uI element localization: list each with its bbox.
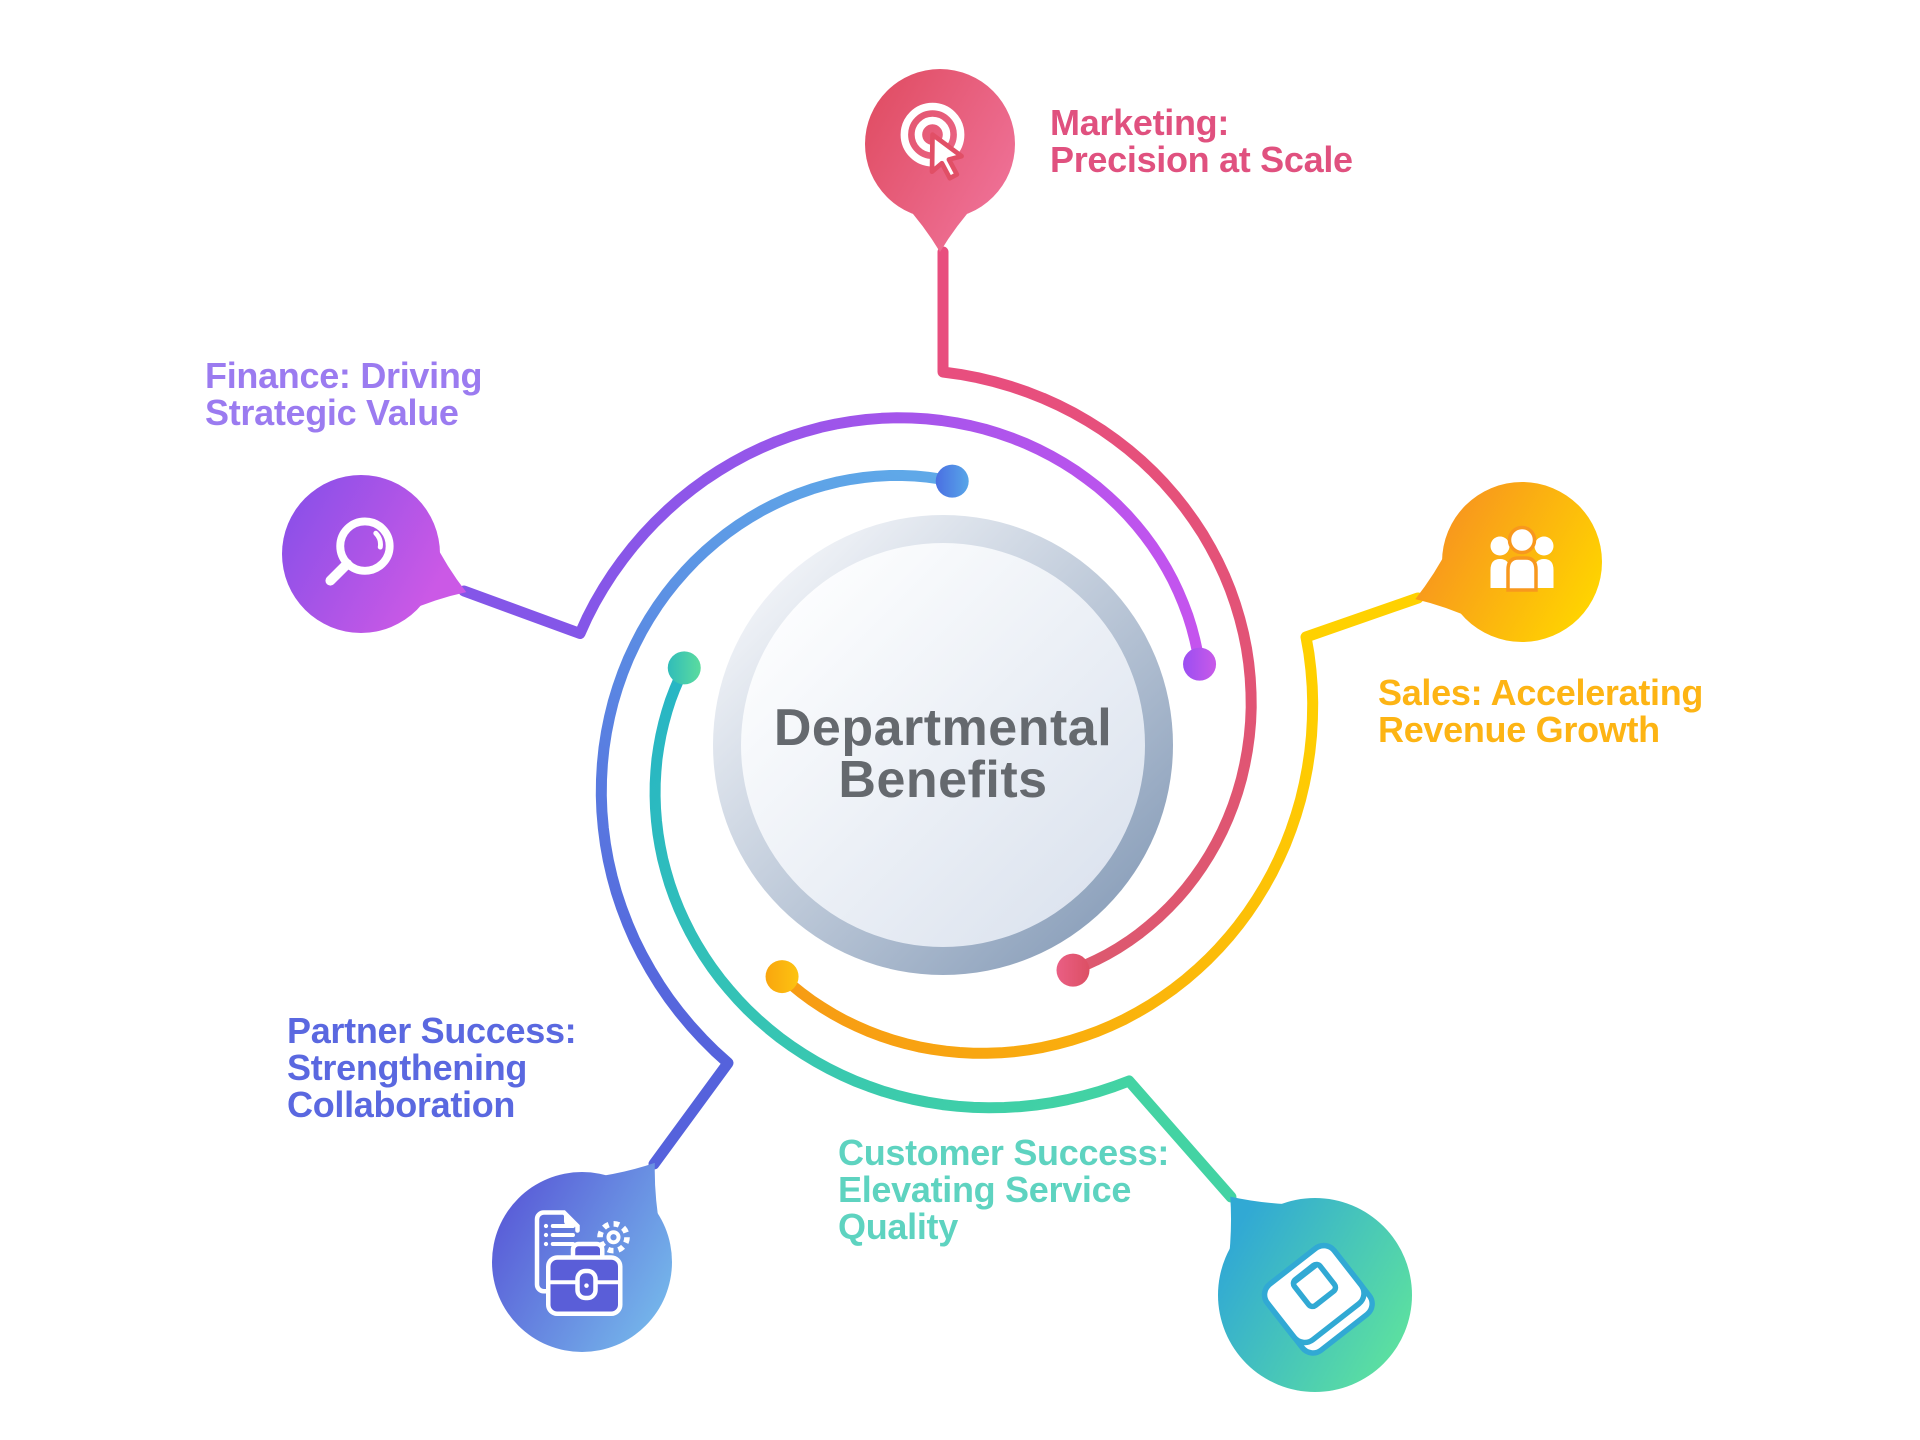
center-title-line2: Benefits — [838, 751, 1047, 809]
label-customer-success: Customer Success: Elevating Service Qual… — [838, 1132, 1170, 1247]
sales-dot — [765, 960, 799, 994]
label-sales: Sales: Accelerating Revenue Growth — [1378, 672, 1704, 750]
book-icon — [1261, 1242, 1375, 1356]
node-sales — [1415, 482, 1602, 642]
magnifier-icon — [325, 517, 394, 586]
node-marketing — [865, 69, 1015, 252]
connector-customer-success — [649, 651, 1237, 1203]
label-partner-success: Partner Success: Strengthening Collabora… — [287, 1010, 577, 1125]
connector-sales — [765, 592, 1424, 1059]
partner-success-dot — [935, 464, 969, 498]
connector-finance — [458, 412, 1217, 681]
people-group-icon — [1490, 525, 1554, 592]
finance-dot — [1183, 647, 1217, 681]
connector-marketing — [937, 246, 1257, 987]
node-balloons-layer — [282, 69, 1602, 1392]
connector-partner-success — [595, 464, 969, 1170]
briefcase-document-gear-icon — [534, 1210, 630, 1316]
center-circle — [713, 515, 1173, 975]
node-customer-success — [1218, 1196, 1412, 1392]
label-marketing: Marketing: Precision at Scale — [1050, 102, 1353, 180]
label-finance: Finance: Driving Strategic Value — [205, 355, 483, 433]
target-click-icon — [900, 102, 965, 181]
node-partner-success — [492, 1162, 672, 1352]
center-title-line1: Departmental — [774, 699, 1112, 757]
marketing-dot — [1056, 953, 1090, 987]
node-finance — [282, 475, 467, 633]
connector-lines-layer — [458, 246, 1424, 1203]
customer-success-dot — [667, 651, 701, 685]
